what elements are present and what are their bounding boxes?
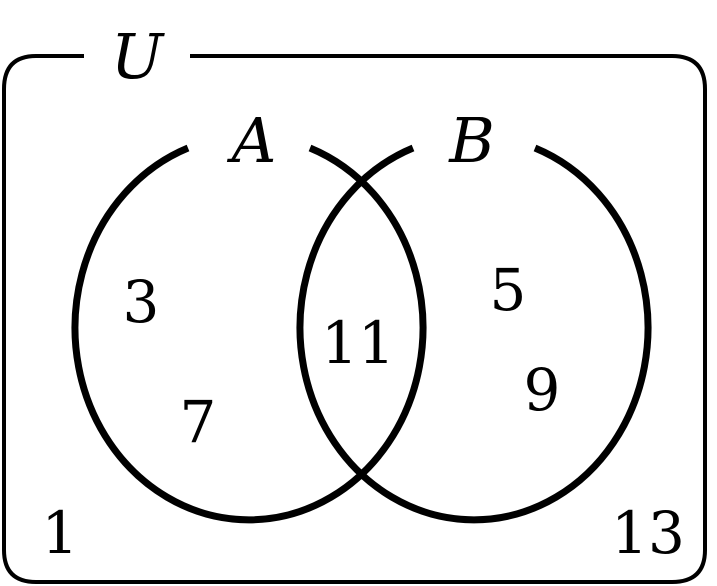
element-a-only: 3 [123, 268, 160, 336]
element-a-only: 7 [180, 388, 217, 456]
element-outside: 13 [611, 499, 685, 567]
element-b-only: 9 [524, 356, 561, 424]
set-a-label: A [227, 104, 277, 177]
circle-a [71, 144, 427, 524]
universe-border [2, 54, 707, 584]
universe-label: U [111, 20, 165, 93]
circle-b [296, 144, 652, 524]
element-outside: 1 [42, 499, 79, 567]
element-intersection: 11 [321, 309, 395, 377]
set-b-label: B [448, 104, 495, 177]
element-b-only: 5 [490, 256, 527, 324]
